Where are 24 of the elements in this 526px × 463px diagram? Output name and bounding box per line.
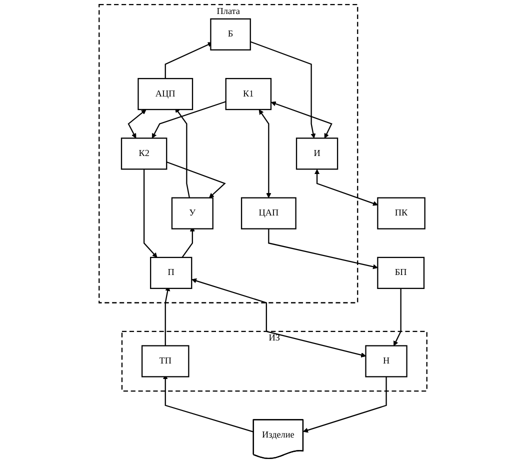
node-box: К1 — [225, 78, 272, 110]
arrow — [394, 288, 402, 346]
arrow — [128, 109, 146, 138]
node-box: П — [150, 256, 192, 289]
node-box: Н — [365, 345, 408, 378]
arrow — [270, 101, 332, 138]
node-box: И — [296, 138, 338, 170]
node-box: АЦП — [138, 78, 194, 110]
arrow — [166, 161, 226, 198]
arrow — [314, 169, 378, 206]
node-box: БП — [377, 256, 425, 289]
arrow — [258, 109, 272, 198]
node-box: К2 — [120, 138, 168, 170]
node-box: ЦАП — [240, 197, 296, 230]
node-box: ТП — [141, 345, 190, 378]
node-box: У — [171, 197, 214, 230]
arrow — [152, 101, 226, 138]
node-box: ПК — [377, 197, 426, 230]
arrow — [192, 278, 366, 358]
arrow — [268, 228, 378, 270]
arrow — [250, 41, 316, 138]
arrow — [143, 169, 158, 258]
node-box: Б — [210, 18, 251, 50]
arrow — [303, 376, 387, 433]
